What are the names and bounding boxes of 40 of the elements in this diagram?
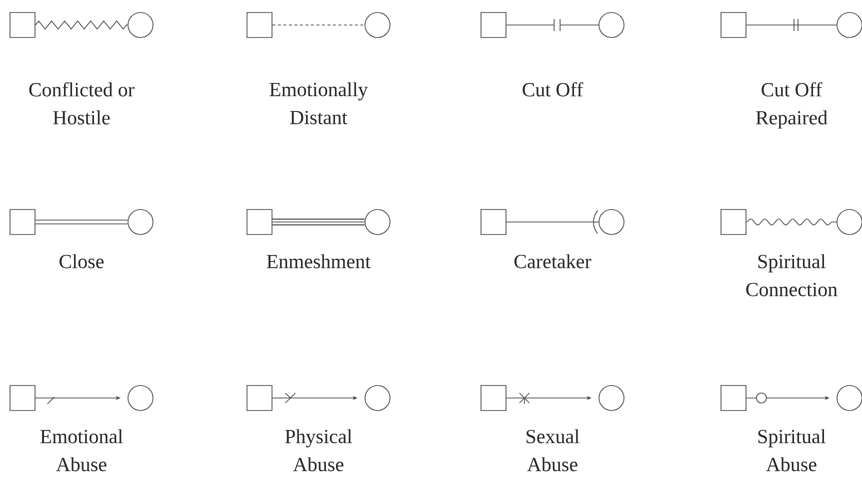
relationship-line	[272, 218, 365, 226]
square-symbol	[10, 385, 36, 411]
relationship-label: Conflicted or Hostile	[29, 82, 134, 124]
relationship-label: Physical Abuse	[285, 429, 352, 472]
square-symbol	[720, 12, 746, 38]
circle-symbol	[128, 385, 154, 411]
circle-symbol	[364, 12, 390, 38]
circle-symbol	[598, 12, 624, 38]
relationship-label: Cut Off	[522, 82, 584, 96]
relationship-line	[746, 18, 837, 32]
square-symbol	[480, 209, 506, 235]
square-symbol	[246, 209, 272, 235]
relationship-label: Enmeshment	[266, 254, 371, 268]
relationship-label: Cut Off Repaired	[756, 82, 828, 129]
circle-symbol	[364, 209, 390, 235]
square-symbol	[10, 12, 36, 38]
relationship-label: Sexual Abuse	[526, 429, 580, 472]
square-symbol	[480, 12, 506, 38]
relationship-label: Caretaker	[514, 254, 592, 268]
square-symbol	[480, 385, 506, 411]
relationship-label: Emotional Abuse	[40, 429, 123, 472]
square-symbol	[246, 385, 272, 411]
square-symbol	[10, 209, 36, 235]
relationship-line	[35, 20, 128, 30]
relationship-line	[506, 18, 599, 32]
circle-symbol	[128, 12, 154, 38]
circle-symbol	[598, 385, 624, 411]
square-symbol	[720, 385, 746, 411]
square-symbol	[246, 12, 272, 38]
circle-symbol	[128, 209, 154, 235]
relationship-line	[35, 220, 128, 224]
relationship-label: Emotionally Distant	[270, 82, 368, 124]
relationship-line	[746, 218, 837, 226]
relationship-line	[272, 24, 365, 26]
relationship-label: Spiritual Abuse	[758, 429, 826, 472]
square-symbol	[720, 209, 746, 235]
circle-symbol	[598, 209, 624, 235]
relationship-label: Close	[60, 254, 104, 268]
circle-symbol	[364, 385, 390, 411]
relationship-label: Spiritual Connection	[746, 254, 838, 296]
